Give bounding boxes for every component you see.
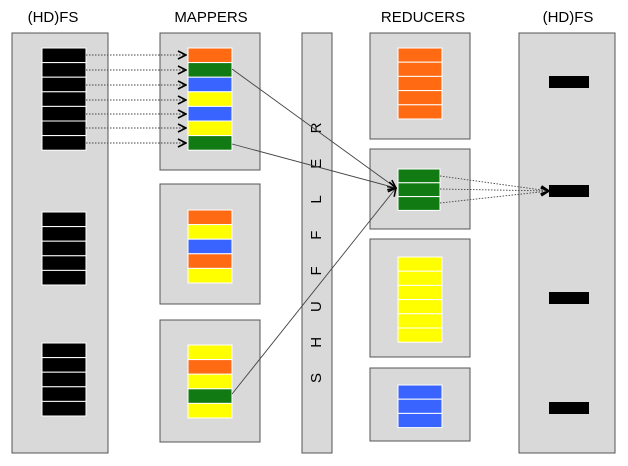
hdfs-input-blocks — [41, 47, 87, 417]
reducer-1-block-2 — [397, 61, 443, 77]
hdfs-input-block-2-5 — [41, 269, 87, 286]
hdfs-input-block-3-3 — [41, 371, 87, 388]
mapper-3-block-4 — [187, 388, 233, 404]
mapper-1-block-1 — [187, 47, 233, 64]
mapper-3-block-3 — [187, 373, 233, 390]
hdfs-input-block-2-3 — [41, 240, 87, 257]
mapper-1-block-6 — [187, 120, 233, 137]
shuffler-letter-4: F — [308, 266, 325, 275]
mapper-3-block-2 — [187, 359, 233, 375]
mapper-blocks — [187, 47, 233, 419]
reducer-1-block-4 — [397, 90, 443, 106]
mapper-1-block-2 — [187, 62, 233, 78]
arrow-map1-green-b — [231, 143, 396, 188]
mapper-3-block-5 — [187, 402, 233, 419]
hdfs-input-block-1-4 — [41, 91, 87, 107]
hdfs-input-block-1-7 — [41, 135, 87, 151]
hdfs-input-block-2-4 — [41, 255, 87, 271]
hdfs-output-block-4 — [549, 402, 589, 414]
reducer-3-block-4 — [397, 299, 443, 315]
label-mappers: MAPPERS — [174, 9, 247, 26]
hdfs-input-block-1-3 — [41, 76, 87, 93]
shuffler-letter-6: L — [308, 195, 325, 203]
reducer-4-block-3 — [397, 412, 443, 429]
reducer-3-block-3 — [397, 284, 443, 301]
label-reducers: REDUCERS — [381, 9, 465, 26]
reducer-1-block-5 — [397, 104, 443, 120]
shuffler-letter-7: E — [308, 159, 325, 169]
reducer-2-block-3 — [397, 196, 441, 211]
arrow-output-1 — [439, 175, 549, 191]
mapper-2-block-4 — [187, 253, 233, 269]
mapper-2-block-5 — [187, 267, 233, 284]
mapper-2-block-1 — [187, 209, 233, 226]
hdfs-input-block-3-2 — [41, 357, 87, 373]
hdfs-input-block-2-1 — [41, 211, 87, 228]
shuffler-letter-5: F — [308, 231, 325, 240]
mapper-2-block-3 — [187, 238, 233, 255]
hdfs-input-block-3-1 — [41, 342, 87, 359]
hdfs-output-block-3 — [549, 292, 589, 304]
shuffler-letter-2: H — [308, 337, 325, 348]
hdfs-output-block-2 — [549, 185, 589, 197]
reducer-1-block-3 — [397, 75, 443, 92]
shuffler-panel — [301, 32, 333, 454]
data-flow-arrows — [86, 55, 549, 395]
arrow-output-2 — [439, 189, 549, 191]
arrow-map1-green-a — [231, 68, 396, 188]
reducer-3-block-6 — [397, 327, 443, 343]
arrow-output-3 — [439, 191, 549, 204]
hdfs-input-block-3-4 — [41, 386, 87, 402]
mapper-1-block-4 — [187, 91, 233, 107]
shuffler-letter-3: U — [308, 301, 325, 312]
hdfs-input-block-3-5 — [41, 400, 87, 417]
hdfs-input-block-1-1 — [41, 47, 87, 64]
reducer-3-block-5 — [397, 313, 443, 329]
arrow-map3-green — [231, 188, 396, 395]
hdfs-input-block-1-5 — [41, 105, 87, 122]
reducer-3-block-1 — [397, 256, 443, 272]
hdfs-input-block-1-6 — [41, 120, 87, 137]
reducer-3-block-2 — [397, 270, 443, 286]
mapper-1-block-5 — [187, 105, 233, 122]
label-hdfs-output: (HD)FS — [543, 9, 594, 26]
reducer-4-block-2 — [397, 398, 443, 414]
reducer-2-block-2 — [397, 182, 441, 198]
reducer-2-block-1 — [397, 168, 441, 184]
hdfs-input-block-2-2 — [41, 226, 87, 242]
reducer-4-block-1 — [397, 384, 443, 400]
reducer-1-block-1 — [397, 47, 443, 63]
label-hdfs-input: (HD)FS — [28, 9, 79, 26]
shuffler-label: S H U F F L E R — [308, 122, 325, 383]
hdfs-output-panel — [518, 32, 616, 454]
shuffler-letter-8: R — [308, 122, 325, 133]
hdfs-output-block-1 — [549, 76, 589, 88]
mapper-2-block-2 — [187, 224, 233, 240]
mapper-1-block-7 — [187, 135, 233, 151]
mapper-1-block-3 — [187, 76, 233, 93]
hdfs-input-block-1-2 — [41, 62, 87, 78]
shuffler-letter-1: S — [308, 373, 325, 383]
mapper-3-block-1 — [187, 344, 233, 361]
reducer-blocks — [397, 47, 443, 429]
